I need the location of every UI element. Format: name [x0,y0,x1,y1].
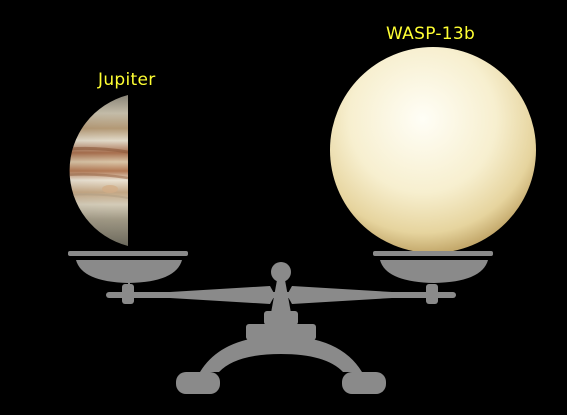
right-beam-knob [426,284,438,304]
right-pan [380,260,488,283]
pivot-post [271,280,291,313]
left-beam-knob [122,284,134,304]
right-foot [342,372,386,394]
scale-beam [106,262,456,313]
scale-base [176,311,386,394]
wasp-13b-planet-icon [330,47,536,253]
right-pan-rim [373,251,493,256]
jupiter-label: Jupiter [98,70,156,90]
wasp-13b-label: WASP-13b [386,24,476,44]
left-pan-rim [68,251,188,256]
jupiter-half-icon [69,95,128,246]
left-pan [76,260,182,283]
scale-pans [68,251,493,283]
pivot-knob [271,262,291,282]
left-foot [176,372,220,394]
